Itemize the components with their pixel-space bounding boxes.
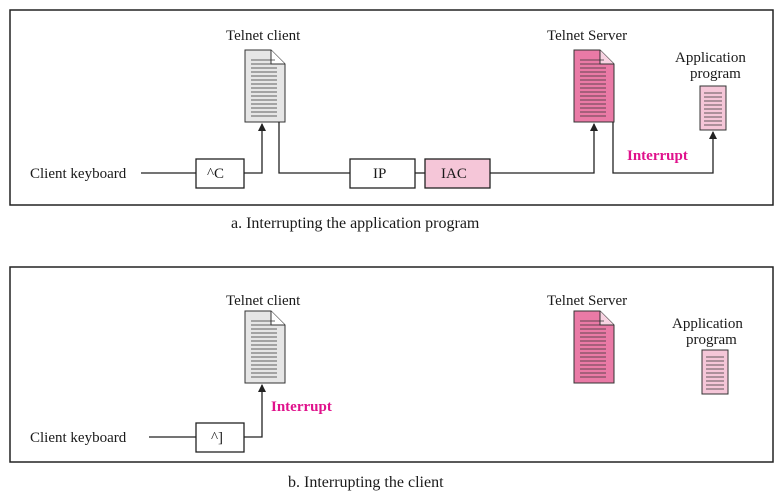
- application-document-icon-b: [701, 349, 729, 395]
- caption-b: b. Interrupting the client: [288, 474, 444, 491]
- server-document-icon: [573, 49, 615, 123]
- application-label-line2: program: [690, 66, 741, 82]
- key-box-ctrl-bracket-label: ^]: [211, 430, 223, 446]
- telnet-client-label-b: Telnet client: [226, 293, 301, 309]
- key-to-client-arrow-b: [244, 384, 266, 438]
- key-box-ctrl-bracket: [195, 422, 245, 453]
- panel-a-frame: [9, 9, 774, 206]
- client-to-ip-line: [278, 122, 350, 174]
- caption-a: a. Interrupting the application program: [231, 215, 480, 232]
- application-label-line1-b: Application: [672, 316, 743, 332]
- iac-box-label: IAC: [441, 166, 467, 182]
- telnet-server-label-b: Telnet Server: [547, 293, 627, 309]
- application-label-line1: Application: [675, 50, 746, 66]
- key-box-ctrl-c: [195, 158, 245, 189]
- iac-to-server-arrow: [490, 123, 598, 174]
- application-label-line2-b: program: [686, 332, 737, 348]
- client-keyboard-label: Client keyboard: [30, 166, 127, 182]
- telnet-client-label: Telnet client: [226, 28, 301, 44]
- panel-b-frame: [9, 266, 774, 463]
- panel-b: Telnet client Telnet Server Application …: [9, 266, 774, 463]
- ip-box: [349, 158, 416, 189]
- ip-box-label: IP: [373, 166, 386, 182]
- client-keyboard-label-b: Client keyboard: [30, 430, 127, 446]
- application-document-icon: [699, 85, 727, 131]
- client-document-icon: [244, 49, 286, 123]
- client-document-icon-b: [244, 310, 286, 384]
- panel-a: Telnet client Telnet Server Application …: [9, 9, 774, 206]
- key-box-ctrl-c-label: ^C: [207, 166, 224, 182]
- key-to-client-arrow: [244, 123, 266, 174]
- server-document-icon-b: [573, 310, 615, 384]
- interrupt-label-b: Interrupt: [271, 399, 332, 415]
- telnet-server-label: Telnet Server: [547, 28, 627, 44]
- server-to-app-arrow: [612, 122, 717, 174]
- interrupt-label-a: Interrupt: [627, 148, 688, 164]
